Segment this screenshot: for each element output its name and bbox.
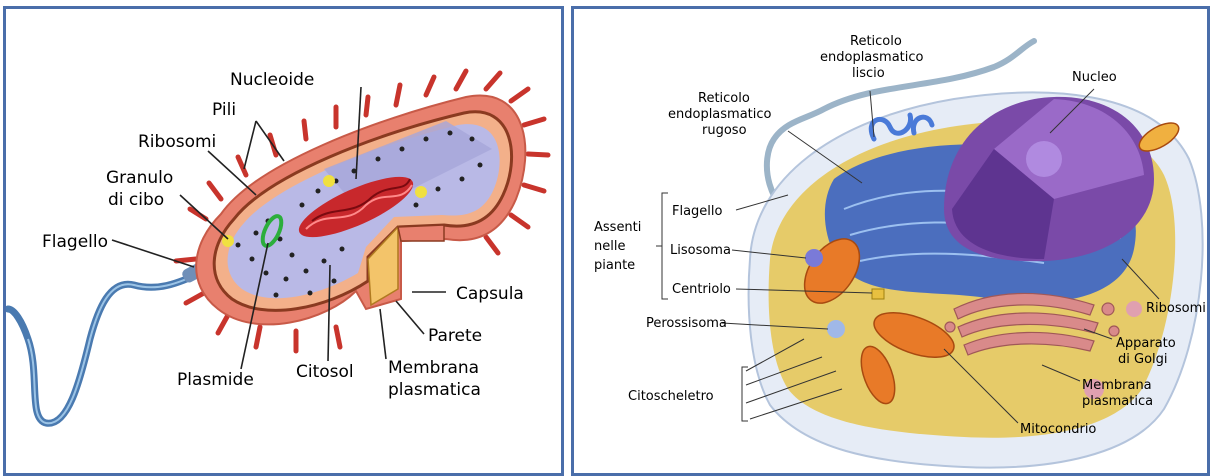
ribosomi-label-euk: Ribosomi [1146, 301, 1206, 316]
membrana-label-line1: Membrana [388, 358, 479, 378]
parete-label: Parete [428, 326, 482, 346]
plasmide-label: Plasmide [177, 370, 254, 390]
flagello-label-euk: Flagello [672, 204, 723, 219]
flagello-label: Flagello [42, 232, 108, 252]
rer-label-line2: endoplasmatico [668, 107, 772, 122]
rer-label-line3: rugoso [702, 123, 747, 138]
eukaryote-diagram: Reticolo endoplasmatico rugoso Reticolo … [574, 9, 1210, 476]
peroxisome-shape [827, 320, 845, 338]
prokaryote-diagram: Nucleoide Pili Ribosomi Granulo di cibo … [6, 9, 564, 476]
rer-label-line1: Reticolo [698, 91, 750, 106]
assenti-label-line3: piante [594, 258, 635, 273]
lisosoma-label: Lisosoma [670, 243, 731, 258]
citoscheletro-label: Citoscheletro [628, 389, 714, 404]
granulo-label-line1: Granulo [106, 168, 173, 188]
perossisoma-label: Perossisoma [646, 316, 727, 331]
prokaryote-panel: Nucleoide Pili Ribosomi Granulo di cibo … [3, 6, 564, 476]
membrana-label-euk-line1: Membrana [1082, 378, 1152, 393]
centriole-shape [872, 289, 884, 299]
ser-label-line1: Reticolo [850, 34, 902, 49]
mitocondrio-label: Mitocondrio [1020, 422, 1096, 437]
nucleo-label: Nucleo [1072, 70, 1117, 85]
golgi-label-line1: Apparato [1116, 336, 1176, 351]
flagellum-shape [8, 271, 204, 423]
eukaryote-panel: Reticolo endoplasmatico rugoso Reticolo … [571, 6, 1210, 476]
nucleoide-label: Nucleoide [230, 70, 314, 90]
membrana-label-euk-line2: plasmatica [1082, 394, 1153, 409]
citosol-label: Citosol [296, 362, 354, 382]
ser-label-line3: liscio [852, 66, 885, 81]
granulo-label-line2: di cibo [108, 190, 164, 210]
ser-label-line2: endoplasmatico [820, 50, 924, 65]
capsula-label: Capsula [456, 284, 524, 304]
assenti-label-line2: nelle [594, 239, 625, 254]
lysosome-shape [805, 249, 823, 267]
pili-label: Pili [212, 100, 236, 120]
ribosomi-label: Ribosomi [138, 132, 216, 152]
assenti-label-line1: Assenti [594, 220, 641, 235]
centriolo-label: Centriolo [672, 282, 731, 297]
membrana-label-line2: plasmatica [388, 380, 481, 400]
food-granule-shape [222, 235, 234, 247]
golgi-label-line2: di Golgi [1118, 352, 1168, 367]
